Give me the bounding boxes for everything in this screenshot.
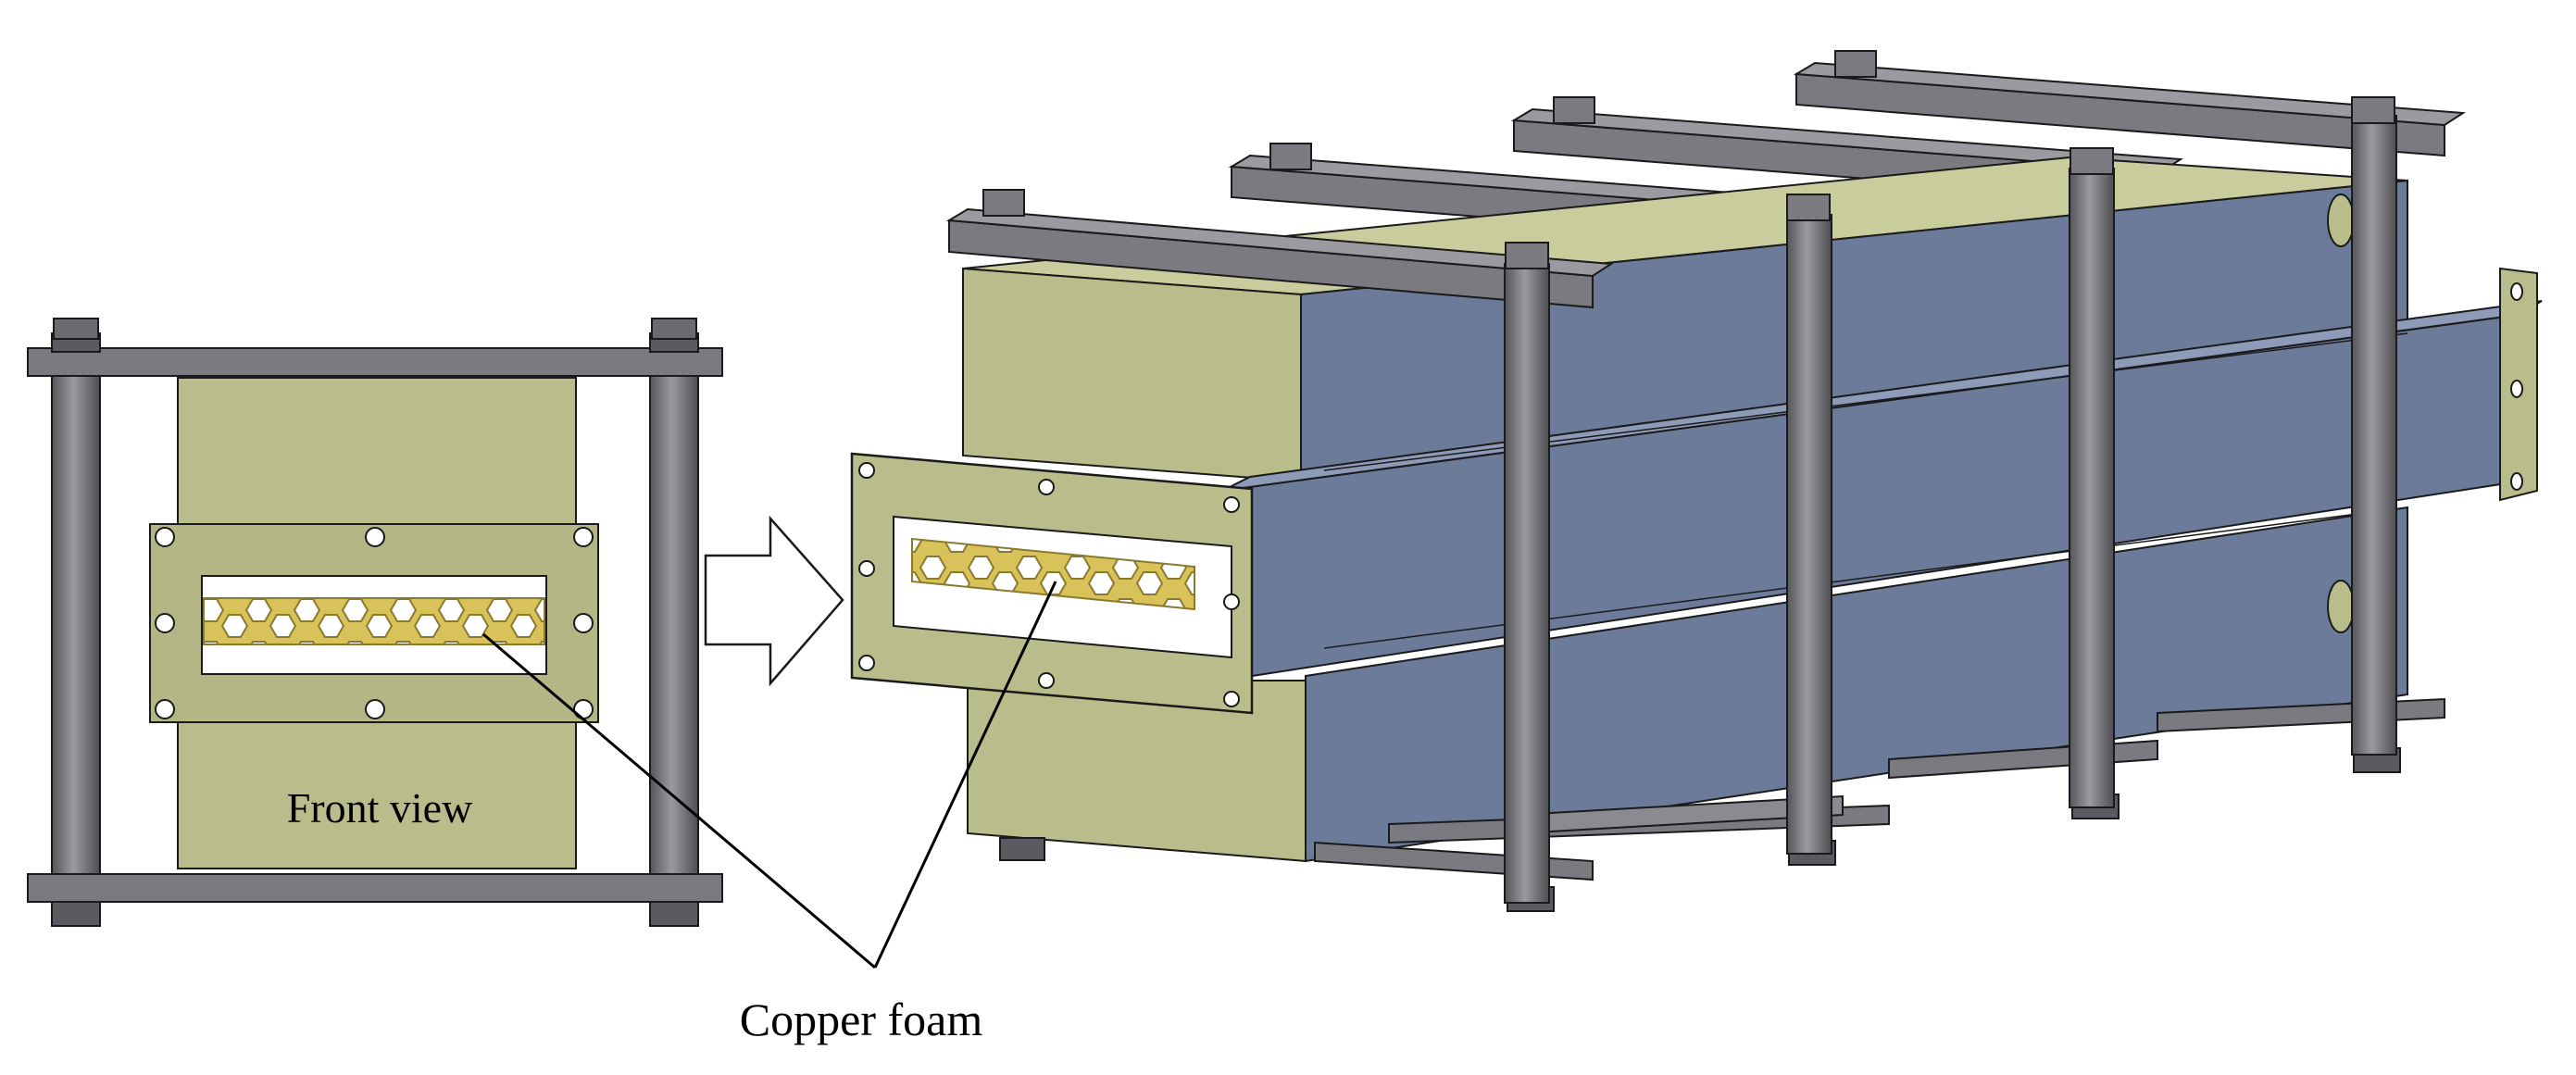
front-bar-bottom-nut-r bbox=[649, 901, 699, 927]
iso-copper-foam bbox=[911, 537, 1195, 611]
front-rod-right bbox=[649, 332, 699, 890]
front-bar-top bbox=[27, 347, 723, 377]
inlet-flange bbox=[850, 452, 1254, 715]
front-copper-foam bbox=[203, 597, 545, 645]
insulation-block-bottom bbox=[967, 506, 2408, 863]
hollow-right-arrow-icon bbox=[704, 515, 844, 687]
isometric-view bbox=[850, 50, 2543, 912]
front-view: Front view bbox=[27, 318, 723, 927]
front-clamp-bar bbox=[945, 207, 1614, 309]
front-flange-bolt-holes bbox=[155, 527, 594, 719]
front-bar-bottom-nut-l bbox=[51, 901, 101, 927]
front-bar-bottom bbox=[27, 873, 723, 903]
copper-foam-label: Copper foam bbox=[740, 994, 983, 1045]
top-nuts bbox=[982, 50, 2395, 269]
leader-lines-icon bbox=[482, 581, 1057, 969]
front-bar-top-nut-l2 bbox=[51, 338, 101, 353]
front-rod-left bbox=[51, 332, 101, 890]
front-bar-top-nut-r2 bbox=[649, 338, 699, 353]
front-view-label: Front view bbox=[287, 784, 473, 831]
